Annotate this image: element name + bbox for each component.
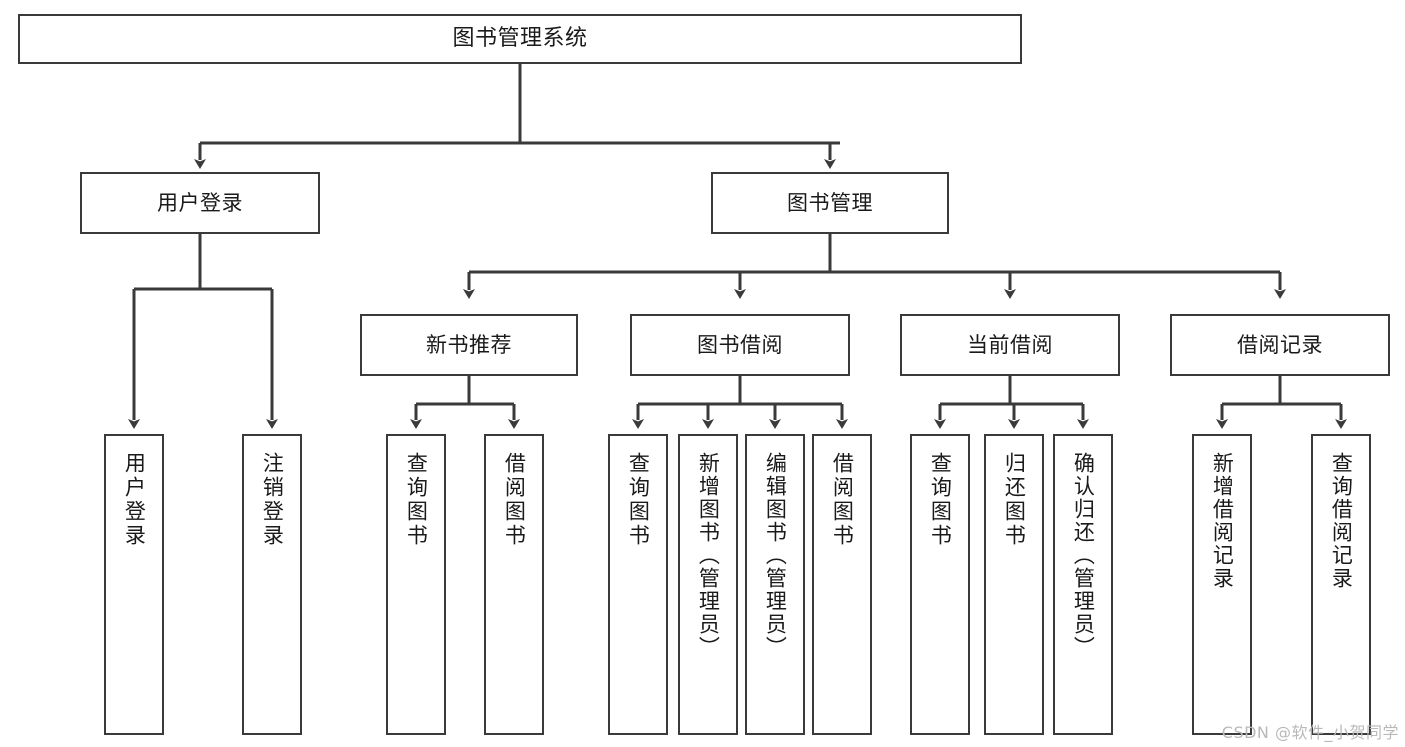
node-label: 确认归还（管理员） xyxy=(1071,452,1096,659)
node-borrow-record[interactable]: 借阅记录 xyxy=(1170,314,1390,376)
node-label: 新书推荐 xyxy=(426,332,512,357)
leaf-query-book-borrow[interactable]: 查询图书 xyxy=(608,434,668,735)
leaf-user-logout[interactable]: 注销登录 xyxy=(242,434,302,735)
leaf-user-login[interactable]: 用户登录 xyxy=(104,434,164,735)
leaf-borrow-book-recommend[interactable]: 借阅图书 xyxy=(484,434,544,735)
node-label: 借阅图书 xyxy=(502,452,527,548)
leaf-add-borrow-record[interactable]: 新增借阅记录 xyxy=(1192,434,1252,735)
node-label: 归还图书 xyxy=(1002,452,1027,548)
node-book-management[interactable]: 图书管理 xyxy=(711,172,949,234)
node-label: 新增借阅记录 xyxy=(1210,452,1235,590)
node-label: 查询图书 xyxy=(626,452,651,548)
node-label: 查询图书 xyxy=(928,452,953,548)
node-label: 编辑图书（管理员） xyxy=(763,452,788,659)
node-user-login[interactable]: 用户登录 xyxy=(80,172,320,234)
node-label: 图书借阅 xyxy=(697,332,783,357)
node-label: 当前借阅 xyxy=(967,332,1053,357)
node-label: 注销登录 xyxy=(260,452,285,548)
node-book-borrow[interactable]: 图书借阅 xyxy=(630,314,850,376)
node-label: 借阅图书 xyxy=(830,452,855,548)
node-current-borrow[interactable]: 当前借阅 xyxy=(900,314,1120,376)
watermark: CSDN @软件_小贺同学 xyxy=(1221,723,1399,742)
leaf-query-book-recommend[interactable]: 查询图书 xyxy=(386,434,446,735)
node-new-book-recommend[interactable]: 新书推荐 xyxy=(360,314,578,376)
leaf-confirm-return-admin[interactable]: 确认归还（管理员） xyxy=(1053,434,1113,735)
node-label: 查询借阅记录 xyxy=(1329,452,1354,590)
node-label: 图书管理 xyxy=(787,190,873,215)
node-label: 查询图书 xyxy=(404,452,429,548)
node-label: 图书管理系统 xyxy=(452,25,588,51)
leaf-return-book[interactable]: 归还图书 xyxy=(984,434,1044,735)
leaf-add-book-admin[interactable]: 新增图书（管理员） xyxy=(678,434,738,735)
leaf-borrow-book[interactable]: 借阅图书 xyxy=(812,434,872,735)
leaf-query-borrow-record[interactable]: 查询借阅记录 xyxy=(1311,434,1371,735)
leaf-edit-book-admin[interactable]: 编辑图书（管理员） xyxy=(745,434,805,735)
leaf-query-book-current[interactable]: 查询图书 xyxy=(910,434,970,735)
node-label: 用户登录 xyxy=(157,190,243,215)
node-label: 借阅记录 xyxy=(1237,332,1323,357)
node-label: 新增图书（管理员） xyxy=(696,452,721,659)
node-label: 用户登录 xyxy=(122,452,147,548)
node-root[interactable]: 图书管理系统 xyxy=(18,14,1022,64)
